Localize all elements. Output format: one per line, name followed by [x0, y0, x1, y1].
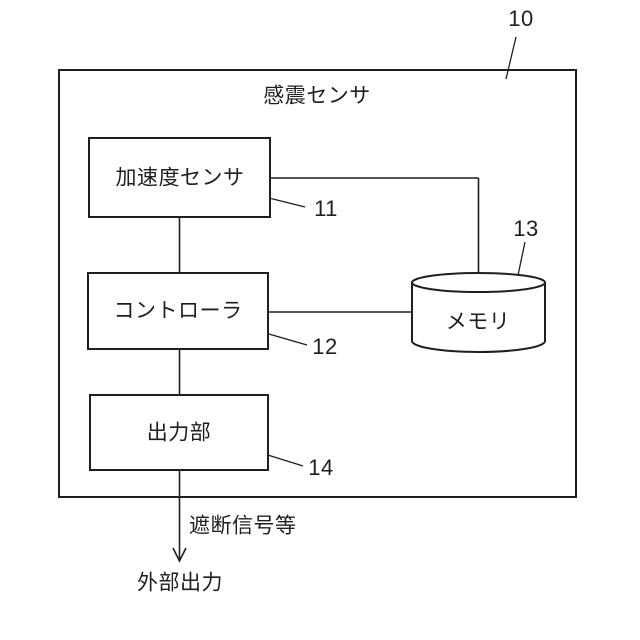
memory-cylinder-body — [411, 282, 546, 353]
system-title: 感震センサ — [263, 84, 371, 108]
accel-sensor-label: 加速度センサ — [115, 166, 245, 190]
ref-numeral-14: 14 — [308, 455, 334, 480]
ref-numeral-10: 10 — [508, 6, 534, 31]
ref-numeral-13: 13 — [513, 216, 539, 241]
output-unit-label: 出力部 — [146, 421, 212, 445]
controller-box — [87, 272, 269, 350]
memory-label: メモリ — [445, 310, 511, 334]
signal-label: 遮断信号等 — [189, 514, 297, 538]
ref-numeral-12: 12 — [312, 334, 338, 359]
controller-label: コントローラ — [113, 299, 243, 323]
accel-sensor-box — [88, 137, 271, 218]
output-unit-box — [89, 394, 269, 471]
ref-numeral-11: 11 — [314, 196, 338, 221]
memory-cylinder-top — [411, 272, 546, 293]
leader-ref-10 — [505, 36, 517, 80]
output-arrowhead — [172, 547, 187, 563]
outer-box — [58, 69, 577, 498]
leader-ref-13 — [516, 241, 526, 281]
external-output-label: 外部出力 — [137, 571, 223, 595]
